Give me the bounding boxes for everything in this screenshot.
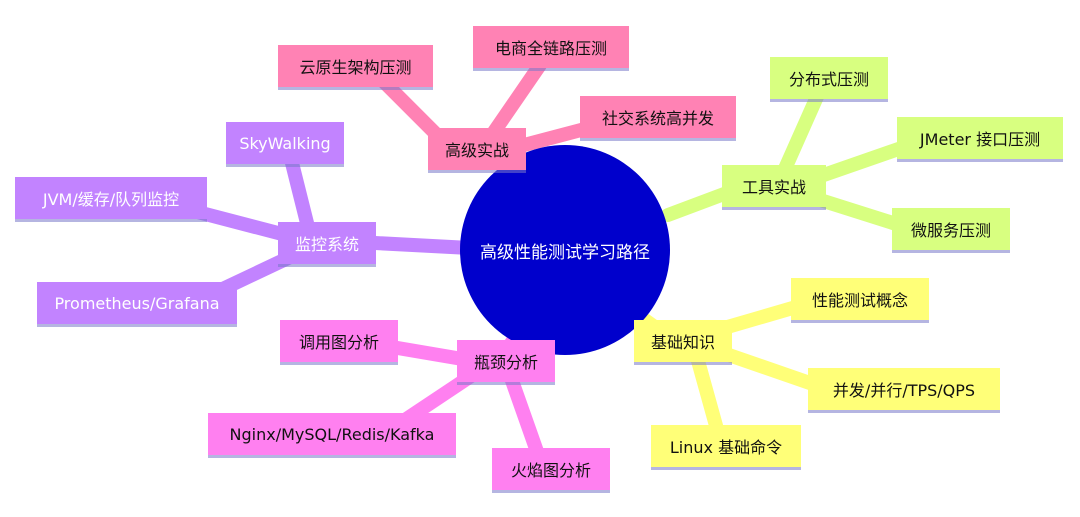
item-microservice-label: 微服务压测 bbox=[910, 221, 991, 240]
item-linux: Linux 基础命令 bbox=[651, 425, 801, 467]
item-cloud-native: 云原生架构压测 bbox=[278, 45, 433, 87]
branch-tools-label: 工具实战 bbox=[741, 178, 806, 197]
item-flame-graph-label: 火焰图分析 bbox=[510, 461, 591, 480]
item-call-graph: 调用图分析 bbox=[280, 320, 398, 362]
item-skywalking-label: SkyWalking bbox=[239, 133, 331, 153]
item-prometheus-label: Prometheus/Grafana bbox=[54, 293, 220, 313]
item-prometheus: Prometheus/Grafana bbox=[37, 282, 237, 324]
item-distributed: 分布式压测 bbox=[770, 57, 888, 99]
item-linux-label: Linux 基础命令 bbox=[669, 438, 783, 457]
branch-monitor-label: 监控系统 bbox=[294, 235, 359, 254]
item-jmeter: JMeter 接口压测 bbox=[897, 117, 1063, 159]
item-jvm-label: JVM/缓存/队列监控 bbox=[42, 190, 180, 209]
branch-monitor: 监控系统 bbox=[278, 222, 376, 264]
link-center-monitor bbox=[368, 236, 477, 255]
item-microservice: 微服务压测 bbox=[892, 208, 1010, 250]
item-jvm: JVM/缓存/队列监控 bbox=[15, 177, 207, 219]
branch-tools: 工具实战 bbox=[722, 165, 826, 207]
item-call-graph-label: 调用图分析 bbox=[298, 333, 379, 352]
item-concepts-label: 性能测试概念 bbox=[811, 291, 908, 310]
link-monitor-skywalking bbox=[283, 148, 317, 242]
item-social: 社交系统高并发 bbox=[580, 96, 736, 138]
item-ecommerce-label: 电商全链路压测 bbox=[494, 39, 607, 58]
branch-bottleneck-label: 瓶颈分析 bbox=[473, 353, 538, 372]
item-ecommerce: 电商全链路压测 bbox=[473, 26, 629, 68]
item-concepts: 性能测试概念 bbox=[791, 278, 929, 320]
item-concurrency-label: 并发/并行/TPS/QPS bbox=[832, 381, 976, 400]
center-label: 高级性能测试学习路径 bbox=[480, 242, 650, 263]
branch-basics-label: 基础知识 bbox=[650, 333, 715, 352]
branch-basics: 基础知识 bbox=[634, 320, 732, 362]
item-cloud-native-label: 云原生架构压测 bbox=[299, 58, 412, 77]
item-flame-graph: 火焰图分析 bbox=[492, 448, 610, 490]
item-nginx: Nginx/MySQL/Redis/Kafka bbox=[208, 413, 456, 455]
item-nginx-label: Nginx/MySQL/Redis/Kafka bbox=[229, 424, 435, 444]
item-concurrency: 并发/并行/TPS/QPS bbox=[808, 368, 1000, 410]
item-social-label: 社交系统高并发 bbox=[601, 109, 714, 128]
item-distributed-label: 分布式压测 bbox=[788, 70, 869, 89]
branch-bottleneck: 瓶颈分析 bbox=[457, 340, 555, 382]
branch-advanced: 高级实战 bbox=[428, 128, 526, 170]
item-skywalking: SkyWalking bbox=[226, 122, 344, 164]
link-bottleneck-flame bbox=[503, 368, 547, 467]
branch-advanced-label: 高级实战 bbox=[444, 141, 509, 160]
item-jmeter-label: JMeter 接口压测 bbox=[919, 130, 1041, 149]
